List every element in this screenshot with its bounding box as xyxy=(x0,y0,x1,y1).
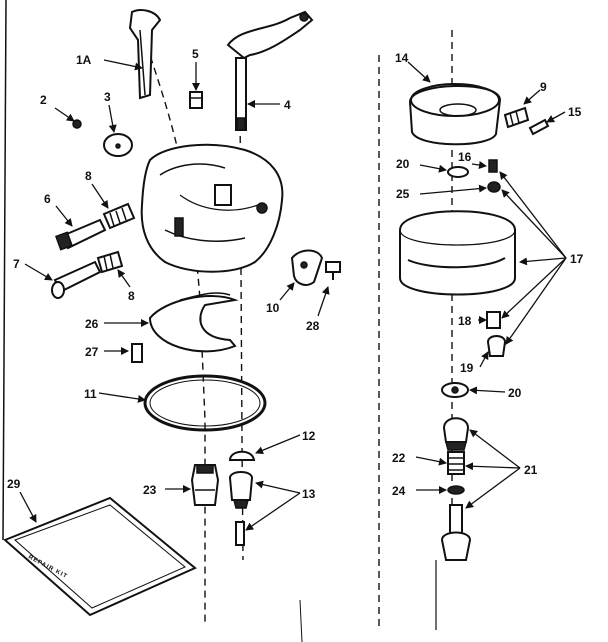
part-carburetor-body xyxy=(140,143,284,273)
part-14-bowl-gasket xyxy=(408,83,502,146)
part-17-float-bowl xyxy=(399,210,516,296)
part-3-choke-plate xyxy=(103,133,133,157)
label-9: 9 xyxy=(540,80,547,94)
part-13-needle-parts xyxy=(228,471,254,546)
part-7-idle-screw xyxy=(51,260,102,299)
label-20-lower: 20 xyxy=(508,386,522,400)
part-25-spring xyxy=(487,181,501,193)
label-20-upper: 20 xyxy=(396,157,410,171)
label-8-lower: 8 xyxy=(128,289,135,303)
part-10-plate xyxy=(290,249,324,286)
part-19-screw xyxy=(486,335,507,357)
label-5: 5 xyxy=(192,47,199,61)
label-15: 15 xyxy=(568,105,582,119)
label-10: 10 xyxy=(266,301,280,315)
part-1a-choke-shaft xyxy=(128,9,162,100)
label-21: 21 xyxy=(524,463,538,477)
label-22: 22 xyxy=(392,451,406,465)
part-16-pin xyxy=(488,159,498,173)
label-16: 16 xyxy=(458,150,472,164)
label-28: 28 xyxy=(306,319,320,333)
leader-lines xyxy=(19,59,567,531)
part-12-seat xyxy=(228,450,256,461)
part-8-spring-upper xyxy=(102,202,136,230)
part-6-adjusting-screw xyxy=(55,218,107,251)
label-7: 7 xyxy=(13,257,20,271)
label-25: 25 xyxy=(396,187,410,201)
part-2-screw xyxy=(72,119,82,129)
part-26-float xyxy=(148,292,239,353)
part-4-throttle-shaft xyxy=(226,10,314,131)
label-18: 18 xyxy=(458,314,472,328)
part-8-spring-lower xyxy=(96,250,124,274)
label-1a: 1A xyxy=(76,53,92,67)
label-12: 12 xyxy=(302,429,316,443)
part-27-pin xyxy=(131,343,143,363)
part-28-screw xyxy=(325,261,341,280)
part-18-clip xyxy=(486,311,501,329)
part-5-screw xyxy=(189,91,203,109)
label-2: 2 xyxy=(40,93,47,107)
label-3: 3 xyxy=(104,90,111,104)
part-29-repair-kit-bag: REPAIR KIT xyxy=(3,496,197,617)
label-24: 24 xyxy=(392,484,406,498)
label-8-upper: 8 xyxy=(85,169,92,183)
label-26: 26 xyxy=(85,317,99,331)
part-20-washer-lower xyxy=(441,382,469,398)
part-20-washer-upper xyxy=(447,166,469,178)
label-27: 27 xyxy=(85,345,99,359)
label-11: 11 xyxy=(84,387,97,401)
label-29: 29 xyxy=(7,477,21,491)
part-number-labels: 1A 5 4 2 3 8 6 7 8 10 28 26 27 11 12 13 … xyxy=(7,47,584,501)
label-23: 23 xyxy=(143,483,157,497)
part-21-bowl-nut xyxy=(440,417,472,561)
label-19: 19 xyxy=(460,361,474,375)
label-13: 13 xyxy=(302,487,316,501)
part-23-nozzle xyxy=(190,464,220,506)
frame-lines xyxy=(2,0,303,642)
label-6: 6 xyxy=(44,192,51,206)
part-11-gasket xyxy=(143,374,267,432)
part-9-spring xyxy=(503,106,530,129)
part-15-pin xyxy=(528,118,550,136)
label-17: 17 xyxy=(570,252,584,266)
label-4: 4 xyxy=(284,98,291,112)
label-14: 14 xyxy=(395,51,409,65)
